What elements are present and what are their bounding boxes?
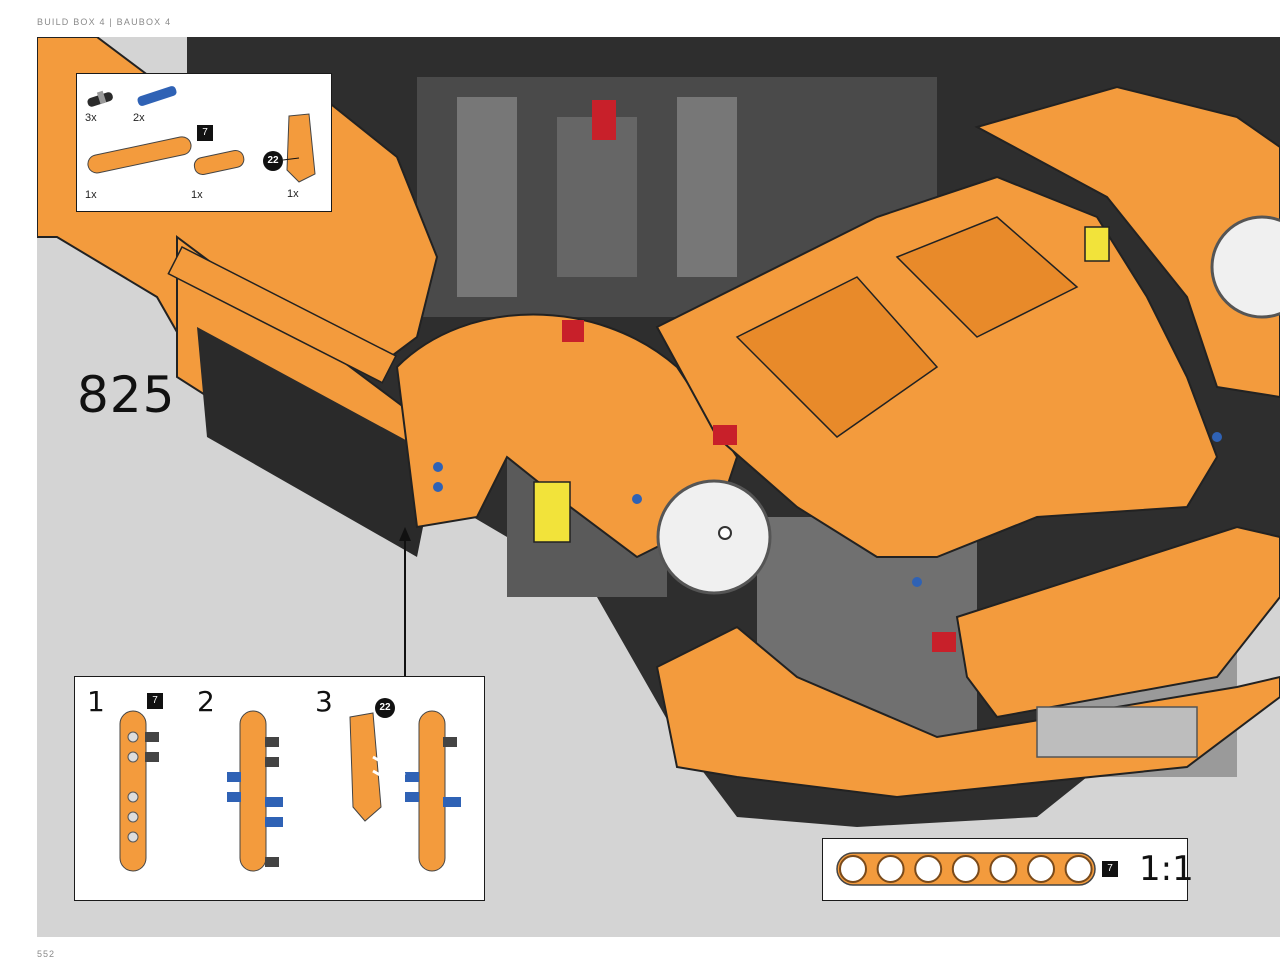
substep-number: 3 xyxy=(315,685,333,718)
illustration-canvas xyxy=(37,37,1280,937)
orange-beam-3-icon xyxy=(193,149,245,176)
part-number-badge: 22 xyxy=(263,151,283,171)
beam-hole xyxy=(876,855,905,883)
car-illustration xyxy=(37,37,1280,827)
page-number: 552 xyxy=(37,949,56,959)
scale-beam xyxy=(836,852,1096,886)
blue-pin-icon xyxy=(137,86,177,106)
scale-label: 1:1 xyxy=(1139,849,1194,889)
callout-arrow xyxy=(399,527,411,677)
beam-hole xyxy=(1064,855,1093,883)
orange-panel-icon xyxy=(282,113,316,183)
length-badge: 7 xyxy=(147,693,163,709)
black-pin-icon xyxy=(87,90,113,107)
part-qty: 1x xyxy=(287,188,299,200)
scale-reference-box: 7 1:1 xyxy=(822,838,1194,901)
part-qty: 2x xyxy=(133,112,145,124)
step-number: 825 xyxy=(77,366,176,424)
length-badge: 7 xyxy=(197,125,213,141)
orange-beam-5-icon xyxy=(87,136,192,174)
part-qty: 3x xyxy=(85,112,97,124)
beam-hole xyxy=(914,855,943,883)
beam-hole xyxy=(1027,855,1055,883)
part-qty: 1x xyxy=(85,189,97,201)
substep-number: 2 xyxy=(197,685,215,718)
page-header: BUILD BOX 4 | BAUBOX 4 xyxy=(37,17,172,27)
length-badge: 7 xyxy=(1102,861,1118,877)
substep-number: 1 xyxy=(87,685,105,718)
beam-hole xyxy=(951,855,980,883)
substeps-illustration xyxy=(119,710,461,872)
parts-illustration xyxy=(87,86,316,183)
substeps-box: 1 7 2 3 22 xyxy=(74,676,485,901)
parts-list-box: 3x 2x 1x 1x 1x 7 22 xyxy=(76,73,332,212)
part-qty: 1x xyxy=(191,189,203,201)
beam-hole xyxy=(839,855,867,883)
beam-hole xyxy=(989,855,1018,883)
part-number-badge: 22 xyxy=(375,698,395,718)
